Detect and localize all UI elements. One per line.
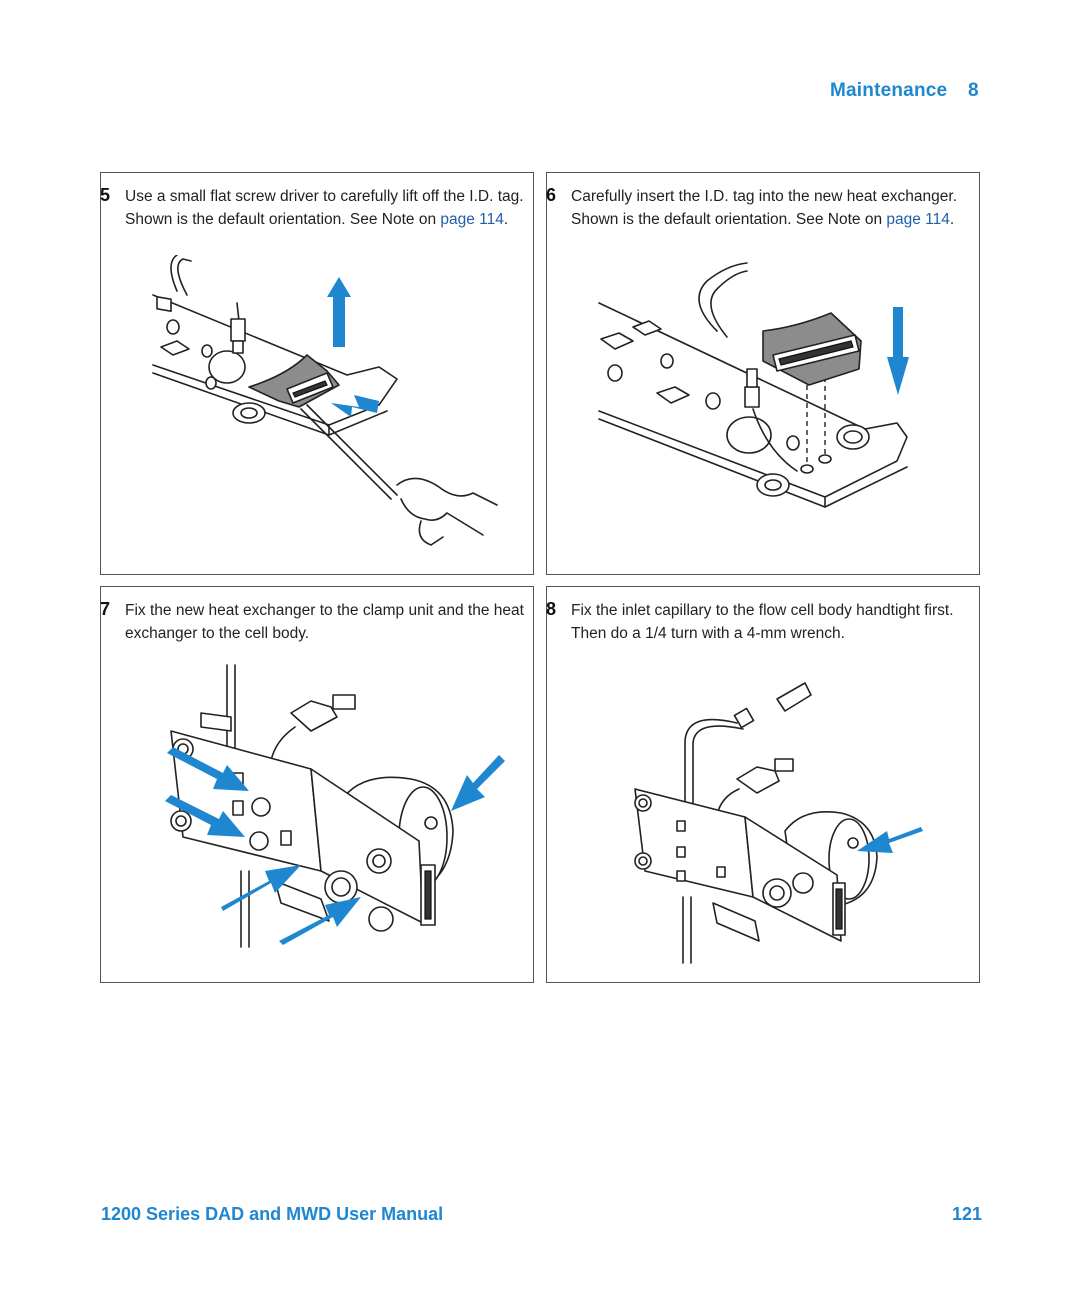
running-header-section: Maintenance [830,80,948,101]
page-link[interactable]: page 114 [886,211,950,228]
step-line: Shown is the default orientation. See No… [571,208,977,231]
step-8-panel: 8 Fix the inlet capillary to the flow ce… [546,586,980,983]
step-line-text: Shown is the default orientation. See No… [125,211,441,228]
running-header-chapter: 8 [968,80,979,101]
step-7-illustration [165,664,505,948]
footer-manual-title: 1200 Series DAD and MWD User Manual [101,1204,444,1224]
step-line: Fix the new heat exchanger to the clamp … [125,602,524,619]
step-line-text: Shown is the default orientation. See No… [571,211,887,228]
step-number: 8 [546,599,557,619]
step-line: Carefully insert the I.D. tag into the n… [571,188,958,205]
step-line: Then do a 1/4 turn with a 4-mm wrench. [571,625,845,642]
step-instruction: Fix the new heat exchanger to the clamp … [125,599,531,645]
step-instruction: Use a small flat screw driver to careful… [125,185,531,231]
footer-page-number: 121 [952,1204,983,1224]
step-5-illustration [152,255,498,546]
step-8-illustration [634,682,923,964]
step-instruction: Carefully insert the I.D. tag into the n… [571,185,977,231]
step-line-text: . [503,211,509,228]
step-number: 7 [100,599,111,619]
step-7-panel: 7 Fix the new heat exchanger to the clam… [100,586,534,983]
step-6-panel: 6 Carefully insert the I.D. tag into the… [546,172,980,575]
step-number: 6 [546,185,557,205]
step-line-text: . [949,211,955,228]
step-line: Use a small flat screw driver to careful… [125,188,524,205]
step-5-panel: 5 Use a small flat screw driver to caref… [100,172,534,575]
step-number: 5 [100,185,111,205]
step-line: Fix the inlet capillary to the flow cell… [571,602,954,619]
step-line: Shown is the default orientation. See No… [125,208,531,231]
step-6-illustration [598,262,909,508]
step-instruction: Fix the inlet capillary to the flow cell… [571,599,977,645]
step-line: exchanger to the cell body. [125,625,310,642]
page-link[interactable]: page 114 [440,211,504,228]
